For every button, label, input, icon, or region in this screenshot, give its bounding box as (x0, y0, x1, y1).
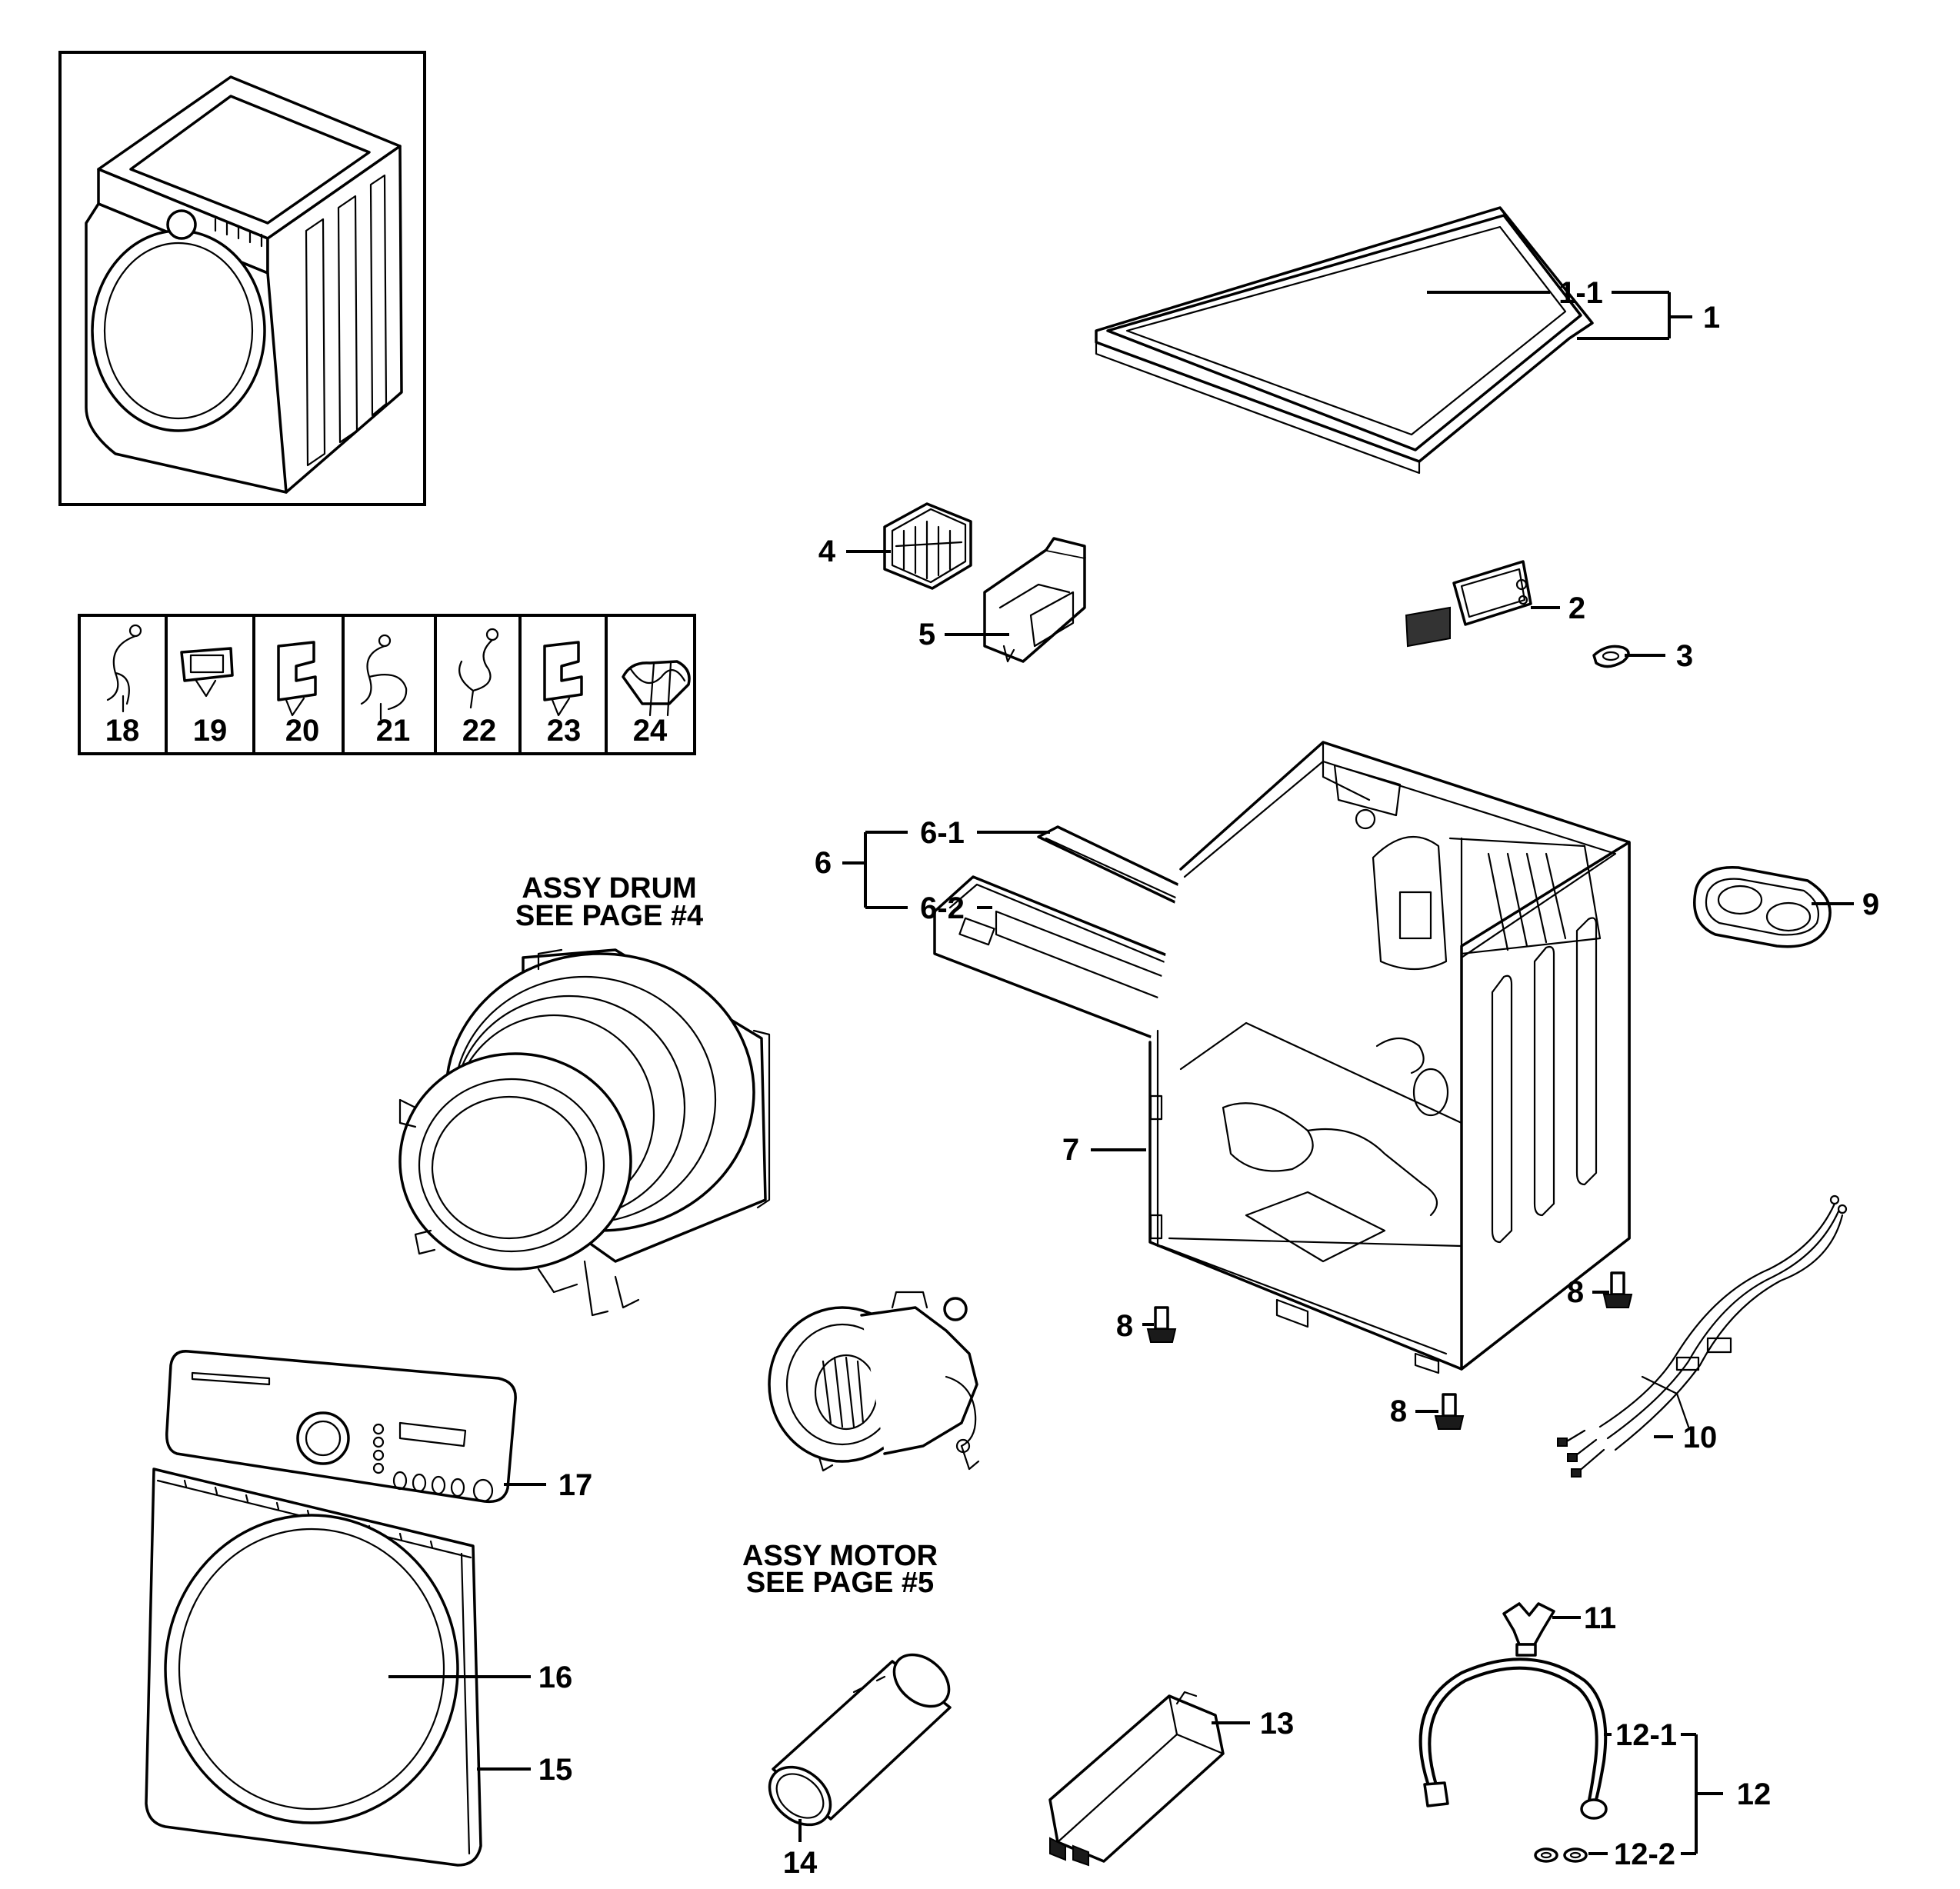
callout-8-bottom: 8 (1390, 1394, 1438, 1428)
callout-10: 10 (1654, 1421, 1717, 1454)
kit-cell-21: 21 (360, 634, 411, 748)
label-1: 1 (1703, 301, 1720, 335)
label-2: 2 (1568, 591, 1585, 625)
label-5: 5 (918, 618, 935, 651)
kit-label-20: 20 (285, 714, 320, 748)
callout-1-1: 1-1 1 (1427, 276, 1720, 340)
label-6: 6 (815, 846, 832, 880)
overview-thumbnail (58, 51, 426, 506)
label-1-1: 1-1 (1558, 276, 1603, 310)
label-14: 14 (783, 1846, 818, 1880)
part-door (164, 1514, 459, 1824)
cable-holder-icon (622, 660, 691, 717)
kit-cell-19: 19 (180, 647, 234, 748)
clamp-icon (106, 624, 142, 713)
callout-17: 17 (504, 1468, 592, 1502)
callout-11: 11 (1552, 1601, 1616, 1635)
clamp-icon (458, 628, 499, 709)
note-motor-line2: SEE PAGE #5 (746, 1567, 934, 1599)
callout-7: 7 (1062, 1133, 1146, 1167)
note-motor-line1: ASSY MOTOR (742, 1540, 938, 1572)
kit-label-19: 19 (193, 714, 228, 748)
part-hose-washers (1534, 1847, 1588, 1863)
label-4: 4 (818, 535, 836, 568)
part-y-connector (1502, 1602, 1555, 1657)
label-6-1: 6-1 (920, 816, 965, 850)
kit-label-24: 24 (633, 714, 668, 748)
part-top-plate (1095, 206, 1594, 475)
label-12-2: 12-2 (1614, 1837, 1675, 1871)
part-foot-bottom (1434, 1393, 1465, 1430)
part-water-hose (1418, 1657, 1608, 1820)
part-bracket-housing (983, 537, 1086, 663)
kit-parts-table: 18 19 20 21 (78, 614, 696, 755)
label-3: 3 (1676, 639, 1693, 673)
label-16: 16 (538, 1661, 573, 1694)
callout-8-right: 8 (1567, 1275, 1609, 1309)
callout-16: 16 (388, 1661, 572, 1694)
kit-cell-18: 18 (105, 624, 142, 748)
label-13: 13 (1260, 1707, 1295, 1741)
label-17: 17 (558, 1468, 593, 1502)
kit-label-23: 23 (547, 714, 582, 748)
callout-4: 4 (818, 535, 891, 568)
label-6-2: 6-2 (920, 891, 965, 925)
callout-14: 14 (783, 1819, 818, 1880)
kit-cell-22: 22 (458, 628, 499, 748)
note-drum-line2: SEE PAGE #4 (515, 900, 703, 932)
part-vent-cover (1693, 865, 1832, 948)
note-drum-line1: ASSY DRUM (522, 872, 696, 905)
label-10: 10 (1683, 1421, 1718, 1454)
callout-2: 2 (1531, 591, 1585, 625)
kit-label-21: 21 (376, 714, 411, 748)
part-foot-left (1146, 1306, 1177, 1343)
part-motor-assembly (768, 1291, 980, 1472)
part-heater (1048, 1691, 1225, 1867)
clip-icon (543, 641, 583, 717)
callout-15: 15 (477, 1753, 572, 1787)
callout-12: 12-1 12 12-2 (1588, 1718, 1771, 1871)
label-12-1: 12-1 (1615, 1718, 1677, 1752)
part-wire-harness (1557, 1194, 1848, 1478)
part-filter (883, 502, 972, 590)
kit-cell-24: 24 (622, 660, 691, 748)
part-duct (768, 1653, 952, 1827)
callout-3: 3 (1625, 639, 1693, 673)
label-8-right: 8 (1567, 1275, 1584, 1309)
note-motor-assembly: ASSY MOTOR SEE PAGE #5 (742, 1540, 938, 1599)
callout-13: 13 (1212, 1707, 1294, 1741)
callout-6: 6 6-1 6-2 (815, 816, 1050, 925)
part-gasket (1592, 645, 1630, 668)
part-foot-right (1602, 1271, 1633, 1308)
part-control-panel (165, 1350, 517, 1504)
kit-cell-23: 23 (543, 641, 583, 748)
label-7: 7 (1062, 1133, 1079, 1167)
clamp-icon (360, 634, 408, 721)
label-12: 12 (1737, 1777, 1772, 1811)
label-8-bottom: 8 (1390, 1394, 1407, 1428)
overview-dryer-illustration (85, 75, 403, 494)
kit-label-22: 22 (462, 714, 497, 748)
callout-8-left: 8 (1116, 1309, 1154, 1343)
label-8-left: 8 (1116, 1309, 1133, 1343)
note-drum-assembly: ASSY DRUM SEE PAGE #4 (515, 872, 703, 932)
kit-cell-20: 20 (277, 641, 320, 748)
label-15: 15 (538, 1753, 573, 1787)
part-drum-assembly (398, 948, 771, 1317)
part-cabinet (1148, 741, 1631, 1374)
part-control-box (1405, 560, 1532, 648)
label-9: 9 (1862, 888, 1879, 921)
clip-icon (277, 641, 317, 717)
callout-5: 5 (918, 618, 1009, 651)
kit-label-18: 18 (105, 714, 140, 748)
callout-9: 9 (1812, 888, 1879, 921)
label-11: 11 (1584, 1601, 1616, 1635)
bracket-icon (180, 647, 234, 698)
